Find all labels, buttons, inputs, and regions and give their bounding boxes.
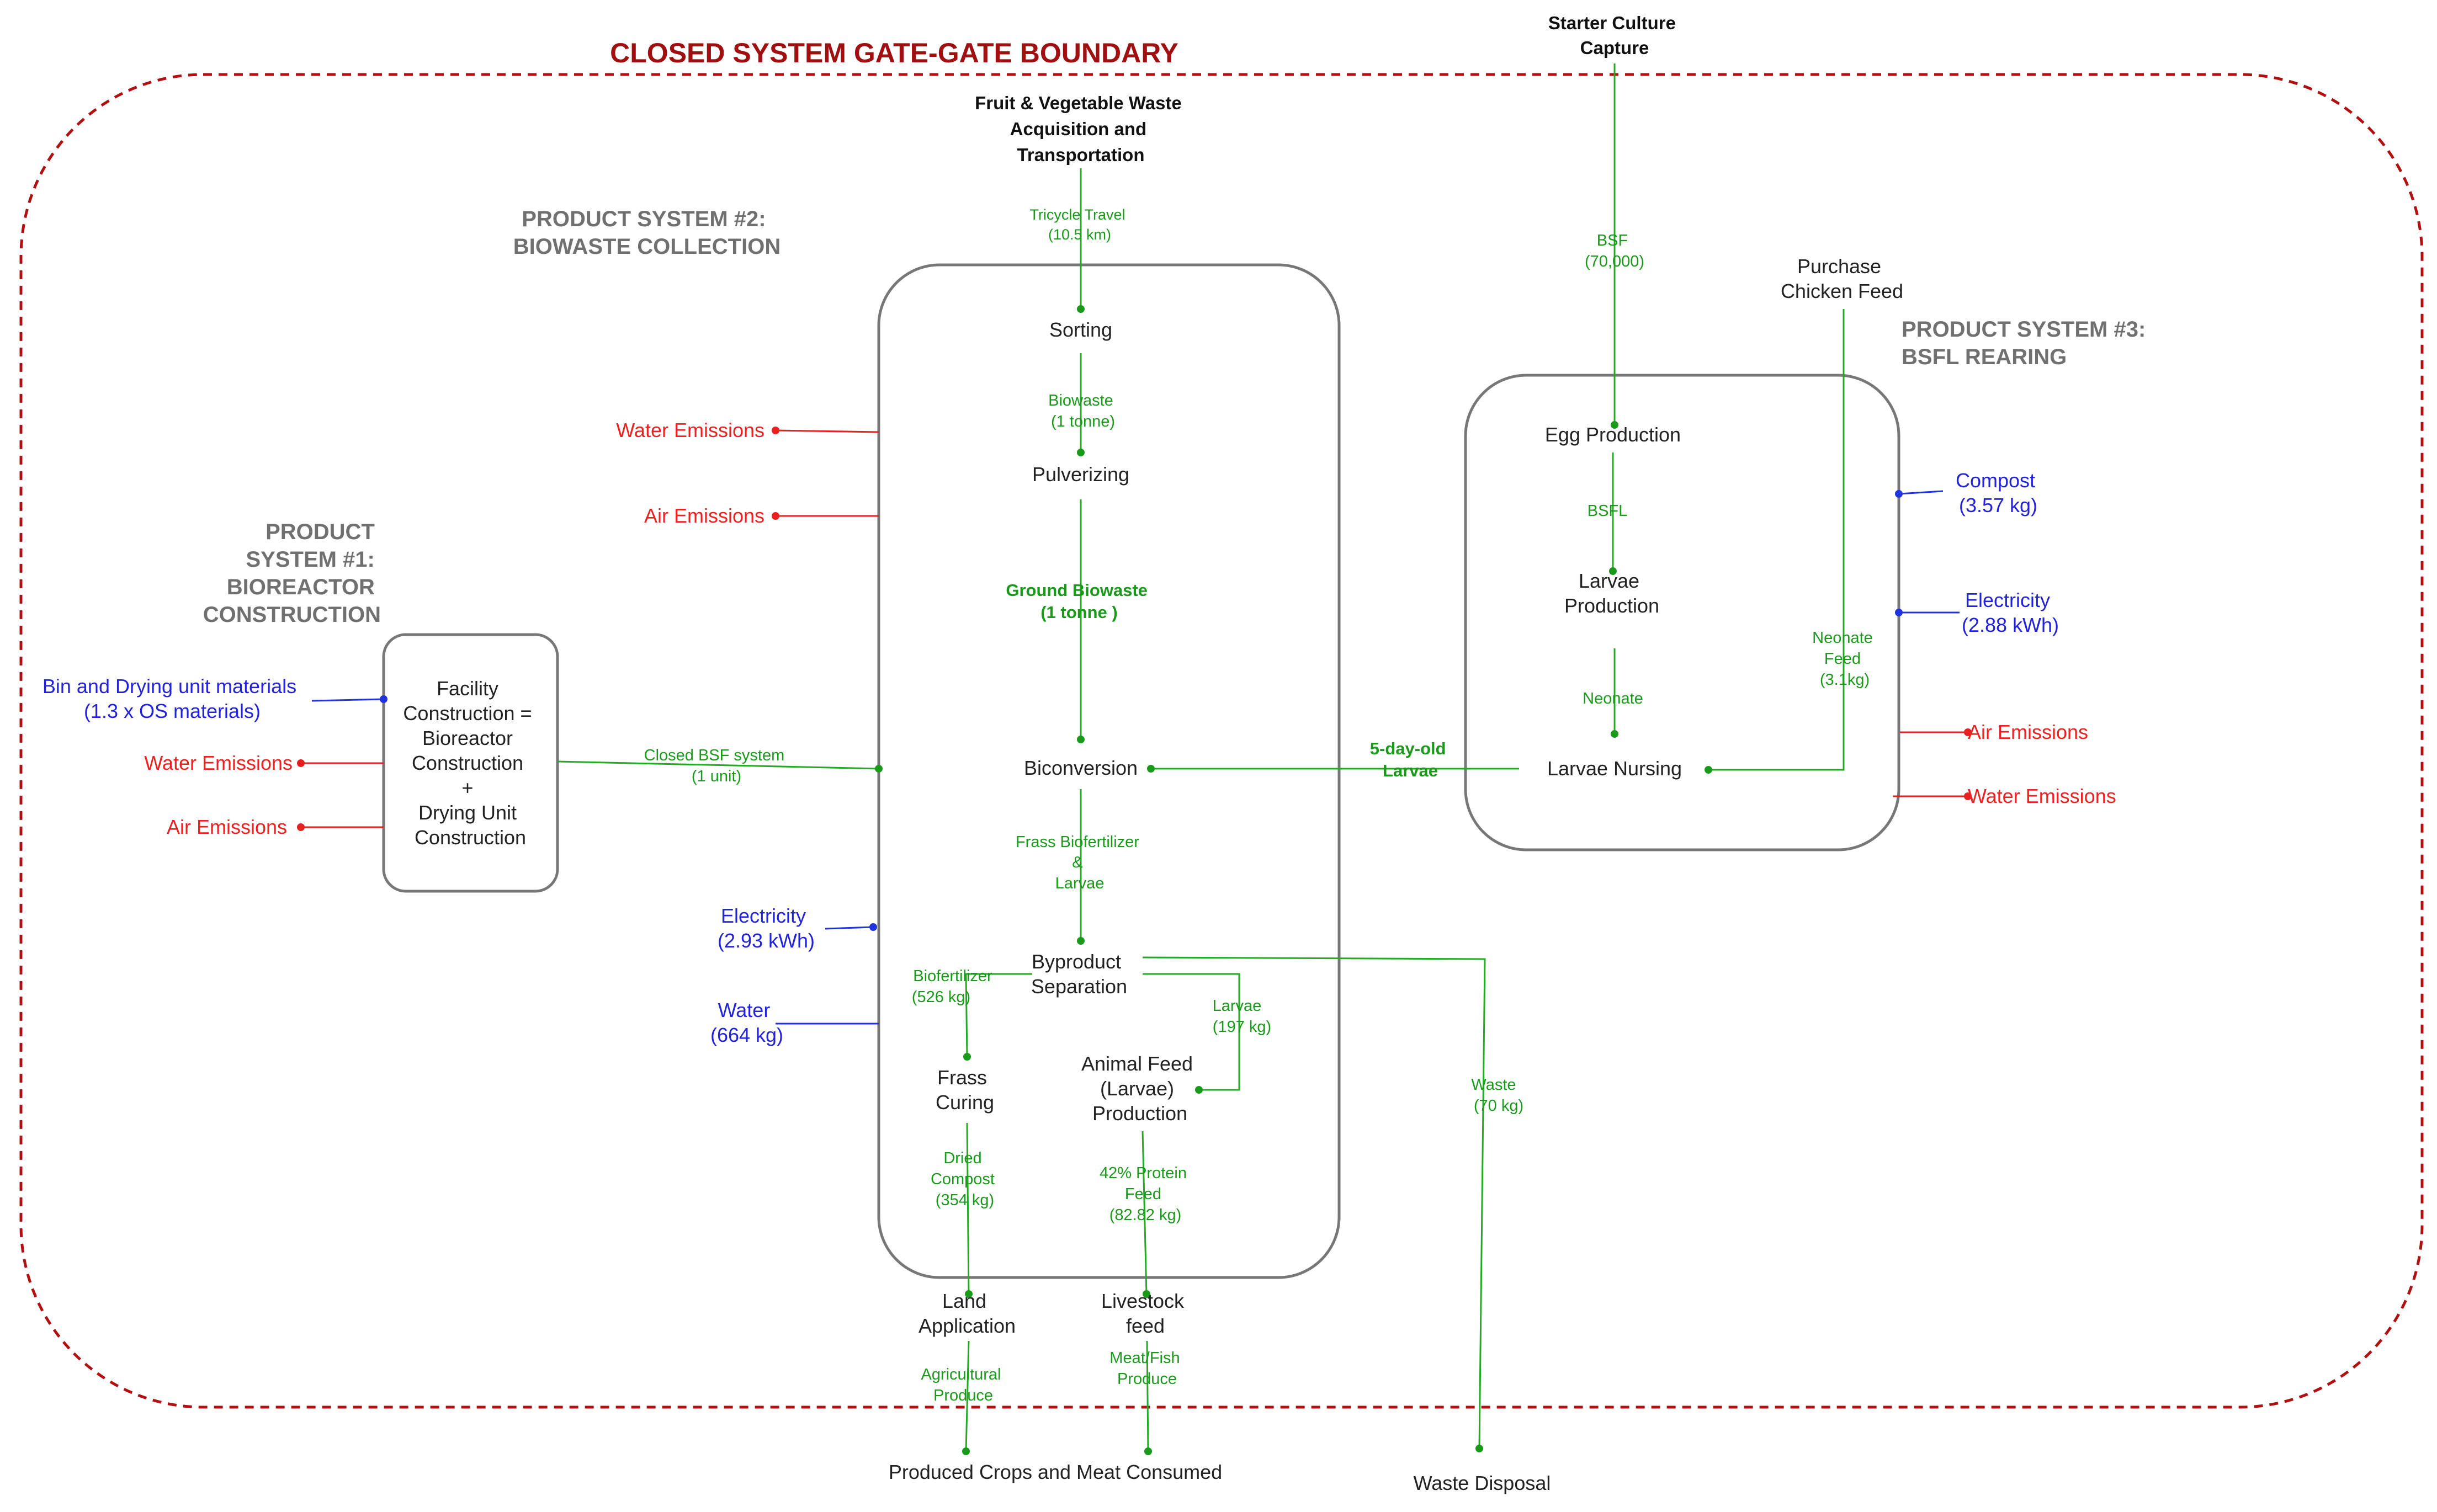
protein-dot (1143, 1290, 1150, 1298)
larvae-nursing: Larvae Nursing (1547, 757, 1682, 780)
materials-dot (380, 695, 387, 703)
ps1-label: PRODUCT SYSTEM #1: BIOREACTOR CONSTRUCTI… (203, 520, 381, 627)
waste-70-flow: Waste (70 kg) (1471, 1076, 1523, 1115)
compost-dot (1895, 490, 1903, 498)
closed-bsf-line (557, 760, 879, 770)
starter-culture-capture: Starter Culture Capture (1548, 13, 1681, 58)
larvae-production: Larvae Production (1564, 569, 1659, 617)
ps1-water-dot (297, 759, 305, 767)
bsf-flow: BSF (70,000) (1585, 232, 1644, 270)
biofertilizer-flow: Biofertilizer (526 kg) (912, 967, 997, 1006)
ps2-water-emissions: Water Emissions (616, 419, 764, 441)
ps2-air-dot (772, 512, 779, 520)
facility-construction: Facility Construction = Bioreactor Const… (403, 677, 537, 849)
fiveday-dot (1147, 765, 1155, 773)
boundary-title: CLOSED SYSTEM GATE-GATE BOUNDARY (610, 38, 1178, 68)
ps3-electricity-dot (1895, 609, 1903, 616)
dried-compost-flow: Dried Compost (354 kg) (931, 1149, 999, 1209)
frass-bio-dot (1077, 937, 1085, 945)
ps3-air-emissions: Air Emissions (1968, 721, 2088, 743)
compost-line (1898, 490, 1944, 495)
larvae-197-flow: Larvae (197 kg) (1213, 997, 1272, 1036)
biofert-line (965, 973, 1032, 1057)
gate-boundary (19, 73, 2424, 1409)
waste-line (1142, 956, 1486, 1449)
ps3-water-emissions: Water Emissions (1968, 785, 2116, 807)
neonate-feed-line (1708, 309, 1845, 771)
larvae197-dot (1195, 1086, 1203, 1094)
dried-dot (965, 1290, 973, 1298)
ground-biowaste-flow: Ground Biowaste (1 tonne ) (1006, 581, 1152, 622)
livestock-feed: Livestock feed (1101, 1290, 1190, 1337)
ground-dot (1077, 736, 1085, 743)
biowaste-dot (1077, 449, 1085, 456)
materials-line (311, 698, 384, 702)
byproduct-separation: Byproduct Separation (1031, 950, 1127, 998)
ps2-electricity: Electricity (2.93 kWh) (718, 904, 815, 952)
bsfl-flow: BSFL (1587, 502, 1628, 520)
meatfish-dot (1144, 1447, 1152, 1455)
agricultural-produce-flow: Agricultural Produce (921, 1366, 1005, 1404)
frass-curing-process: Frass Curing (936, 1066, 994, 1114)
ps3-compost: Compost (3.57 kg) (1956, 469, 2041, 517)
dried-line (966, 1122, 970, 1295)
ps2-water-dot (772, 427, 779, 434)
closed-bsf-flow: Closed BSF system (1 unit) (644, 747, 789, 785)
sorting-process: Sorting (1049, 318, 1112, 341)
ps2-label: PRODUCT SYSTEM #2: BIOWASTE COLLECTION (513, 207, 781, 259)
biofert-dot (963, 1053, 971, 1061)
egg-production: Egg Production (1545, 423, 1681, 446)
ps2-electricity-line (825, 926, 874, 930)
bsfl-dot (1609, 567, 1617, 575)
ps3-electricity: Electricity (2.88 kWh) (1962, 589, 2059, 636)
larvae197-line (1143, 973, 1240, 1091)
pulverizing-process: Pulverizing (1032, 463, 1129, 486)
meat-fish-produce-flow: Meat/Fish Produce (1109, 1349, 1184, 1388)
land-application: Land Application (918, 1290, 1016, 1337)
animal-feed-production: Animal Feed (Larvae) Production (1081, 1052, 1198, 1125)
neonate-dot (1611, 730, 1618, 738)
neonate-feed-dot (1705, 766, 1712, 774)
fruit-waste-acquisition: Fruit & Vegetable Waste Acquisition and … (975, 93, 1187, 165)
closed-bsf-dot (875, 765, 883, 773)
ps2-water-input: Water (664 kg) (710, 999, 783, 1046)
ps3-box (1464, 374, 1900, 851)
waste-dot (1475, 1445, 1483, 1452)
ps2-electricity-dot (869, 923, 877, 931)
purchase-chicken-feed: Purchase Chicken Feed (1781, 255, 1903, 302)
bioconversion-process: Biconversion (1024, 757, 1138, 779)
frass-biofertilizer-flow: Frass Biofertilizer & Larvae (1016, 833, 1144, 892)
waste-disposal: Waste Disposal (1414, 1472, 1551, 1494)
five-day-larvae-flow: 5-day-old Larvae (1370, 739, 1451, 780)
protein-line (1141, 1131, 1148, 1295)
produced-crops-meat: Produced Crops and Meat Consumed (889, 1461, 1222, 1483)
tricycle-flow: Tricycle Travel (10.5 km) (1029, 206, 1129, 243)
biowaste-flow: Biowaste (1 tonne) (1048, 392, 1118, 430)
agri-line (965, 1340, 970, 1452)
tricycle-dot (1077, 305, 1085, 313)
bin-drying-materials: Bin and Drying unit materials (1.3 x OS … (43, 675, 302, 722)
ps2-water-line (775, 429, 879, 433)
neonate-flow: Neonate (1583, 690, 1643, 707)
agri-dot (962, 1447, 970, 1455)
ps1-air-emissions: Air Emissions (167, 816, 287, 838)
bsf-dot (1611, 421, 1618, 429)
ps1-air-dot (297, 823, 305, 831)
ps3-label: PRODUCT SYSTEM #3: BSFL REARING (1902, 317, 2152, 369)
neonate-feed-flow: Neonate Feed (3.1kg) (1812, 629, 1877, 689)
ps1-water-emissions: Water Emissions (144, 752, 293, 774)
ps2-air-emissions: Air Emissions (644, 504, 764, 527)
meatfish-line (1146, 1340, 1149, 1452)
ps3-air-dot (1964, 728, 1972, 736)
protein-feed-flow: 42% Protein Feed (82.82 kg) (1100, 1164, 1191, 1224)
ps3-water-dot (1964, 792, 1972, 800)
